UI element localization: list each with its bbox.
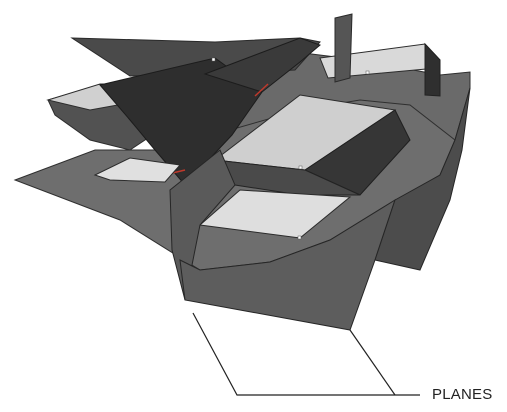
- node-marker-2: [366, 71, 369, 74]
- node-marker-1: [212, 58, 215, 61]
- vertical-plane-top: [335, 14, 352, 82]
- node-marker-4: [298, 236, 301, 239]
- leader-line-right: [350, 330, 395, 395]
- planes-callout-label: PLANES: [432, 386, 492, 403]
- node-marker-3: [299, 166, 302, 169]
- box-top-right-side: [425, 44, 440, 96]
